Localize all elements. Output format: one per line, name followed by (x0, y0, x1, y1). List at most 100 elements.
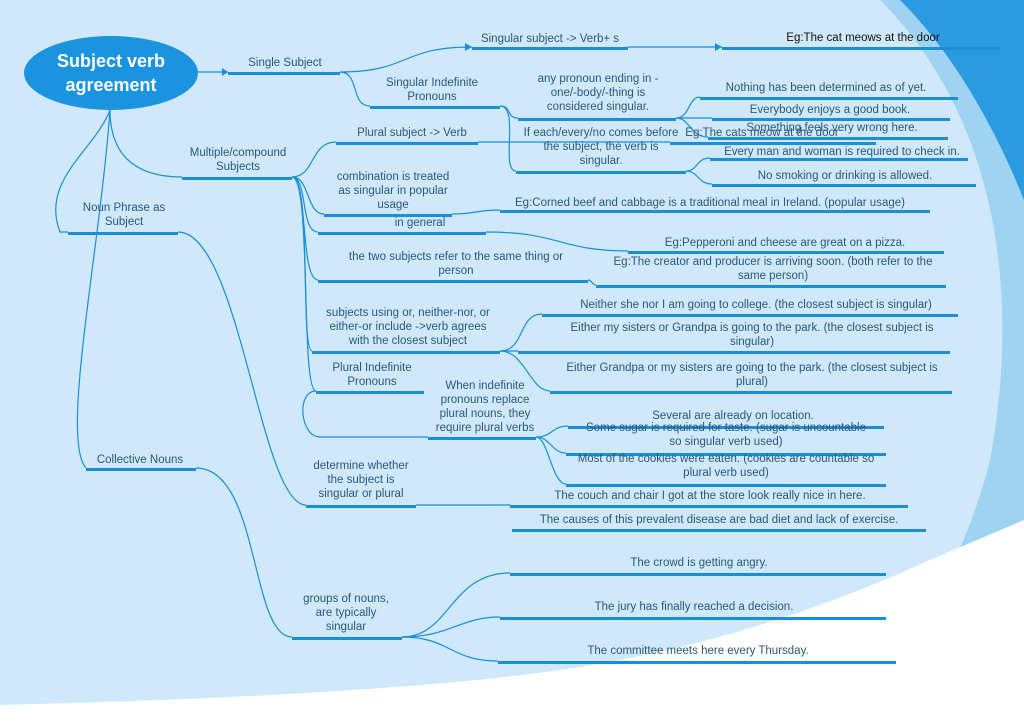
topic-creator[interactable]: Eg:The creator and producer is arriving … (613, 256, 933, 282)
bar-either-sisters (518, 351, 950, 354)
topic-plural-rule[interactable]: Plural subject -> Verb (357, 127, 467, 139)
root-topic[interactable]: Subject verb agreement (24, 36, 198, 110)
bar-determine (306, 505, 416, 508)
bar-something (708, 137, 948, 140)
topic-jury[interactable]: The jury has finally reached a decision. (594, 601, 794, 613)
bar-single-subject (228, 72, 340, 75)
root-title: Subject verb agreement (56, 51, 166, 95)
topic-groups[interactable]: groups of nouns, are typically singular (303, 593, 389, 633)
topic-pepperoni[interactable]: Eg:Pepperoni and cheese are great on a p… (664, 237, 906, 249)
connector-30 (55, 109, 111, 233)
topic-cat-meows[interactable]: Eg:The cat meows at the door (786, 32, 940, 44)
bottom-wave (0, 520, 1024, 724)
bar-couch (510, 505, 908, 508)
topic-either-sisters[interactable]: Either my sisters or Grandpa is going to… (570, 322, 934, 348)
topic-neither[interactable]: Neither she nor I am going to college. (… (580, 299, 932, 311)
bar-cats-meow (670, 142, 876, 145)
bar-no-smoking (712, 184, 976, 187)
topic-multiple-compound[interactable]: Multiple/compound Subjects (189, 147, 287, 173)
topic-corned-beef[interactable]: Eg:Corned beef and cabbage is a traditio… (515, 197, 905, 209)
bar-corned-beef (500, 210, 930, 213)
topic-no-smoking[interactable]: No smoking or drinking is allowed. (757, 170, 933, 182)
connector-22 (499, 313, 543, 352)
bar-combination (324, 214, 452, 217)
bar-some-sugar (566, 453, 886, 456)
topic-single-subject[interactable]: Single Subject (248, 57, 322, 69)
bar-when-indefinite (428, 437, 536, 440)
topic-combination[interactable]: combination is treated as singular in po… (336, 171, 450, 211)
topic-determine[interactable]: determine whether the subject is singula… (313, 460, 409, 500)
connector-9 (499, 105, 517, 172)
topic-some-sugar[interactable]: Some sugar is required for taste. (sugar… (586, 422, 866, 448)
connector-17 (291, 176, 319, 233)
topic-everybody[interactable]: Everybody enjoys a good book. (749, 104, 911, 116)
connector-35 (401, 572, 511, 638)
bar-singular-indefinite (370, 106, 500, 109)
bar-or-nor (312, 351, 500, 354)
topic-cats-meow[interactable]: Eg:The cats meow at the door (685, 127, 839, 139)
topic-in-general[interactable]: in general (394, 217, 446, 229)
bar-singular-rule (472, 47, 628, 50)
bar-every-man (710, 158, 968, 161)
topic-when-indefinite[interactable]: When indefinite pronouns replace plural … (435, 380, 535, 434)
bar-pronoun-ending (518, 118, 676, 121)
connector-11 (685, 170, 713, 185)
bar-nothing (700, 97, 958, 100)
bar-committee (498, 661, 896, 664)
connector-36 (401, 616, 501, 638)
connector-34 (195, 467, 293, 638)
connector-25 (291, 176, 317, 392)
bar-everybody (712, 118, 950, 121)
topic-each-every[interactable]: If each/every/no comes before the subjec… (523, 127, 679, 167)
connector-37 (401, 636, 499, 662)
connector-8 (675, 117, 709, 138)
bar-jury (500, 617, 886, 620)
connector-29 (535, 436, 567, 485)
topic-noun-phrase[interactable]: Noun Phrase as Subject (82, 202, 166, 228)
connector-33 (76, 109, 111, 469)
topic-committee[interactable]: The committee meets here every Thursday. (587, 645, 809, 657)
topic-crowd[interactable]: The crowd is getting angry. (630, 557, 768, 569)
connector-27 (535, 425, 569, 438)
arrow-head-2 (715, 43, 722, 51)
bar-two-subjects (318, 280, 588, 283)
bar-several (568, 426, 884, 429)
topic-something[interactable]: Something feels very wrong here. (746, 122, 918, 134)
connector-24 (499, 350, 551, 392)
topic-nothing[interactable]: Nothing has been determined as of yet. (725, 82, 927, 94)
bar-causes (512, 529, 926, 532)
connector-6 (675, 96, 701, 119)
bar-groups (292, 637, 402, 640)
connector-20 (587, 279, 597, 286)
topic-singular-rule[interactable]: Singular subject -> Verb+ s (480, 33, 620, 45)
topic-or-nor[interactable]: subjects using or, neither-nor, or eithe… (326, 307, 490, 347)
connector-4 (339, 71, 371, 107)
topic-causes[interactable]: The causes of this prevalent disease are… (539, 514, 899, 526)
bar-crowd (510, 573, 886, 576)
bar-plural-indefinite (316, 391, 424, 394)
bar-neither (542, 314, 958, 317)
arrow-head-root (222, 68, 228, 76)
topic-two-subjects[interactable]: the two subjects refer to the same thing… (348, 251, 564, 277)
bar-multiple (182, 177, 292, 180)
topic-pronoun-ending[interactable]: any pronoun ending in - one/-body/-thing… (537, 73, 659, 113)
bar-noun-phrase (68, 232, 178, 235)
topic-every-man[interactable]: Every man and woman is required to check… (724, 146, 960, 158)
arrow-head-1 (465, 43, 472, 51)
topic-couch[interactable]: The couch and chair I got at the store l… (554, 490, 866, 502)
connector-16 (451, 209, 501, 215)
bar-cat-meows (722, 47, 1000, 50)
bar-each-every (516, 171, 686, 174)
connector-31 (177, 231, 307, 506)
topic-singular-indefinite[interactable]: Singular Indefinite Pronouns (385, 77, 479, 103)
topic-collective-nouns[interactable]: Collective Nouns (96, 454, 184, 466)
topic-plural-indefinite[interactable]: Plural Indefinite Pronouns (332, 362, 412, 388)
topic-either-grandpa[interactable]: Either Grandpa or my sisters are going t… (566, 362, 938, 388)
topic-several[interactable]: Several are already on location. (652, 410, 814, 422)
connector-2 (339, 46, 473, 73)
topic-most-cookies[interactable]: Most of the cookies were eaten. (cookies… (577, 453, 875, 479)
bar-either-grandpa (550, 391, 952, 394)
connector-18 (485, 231, 629, 252)
